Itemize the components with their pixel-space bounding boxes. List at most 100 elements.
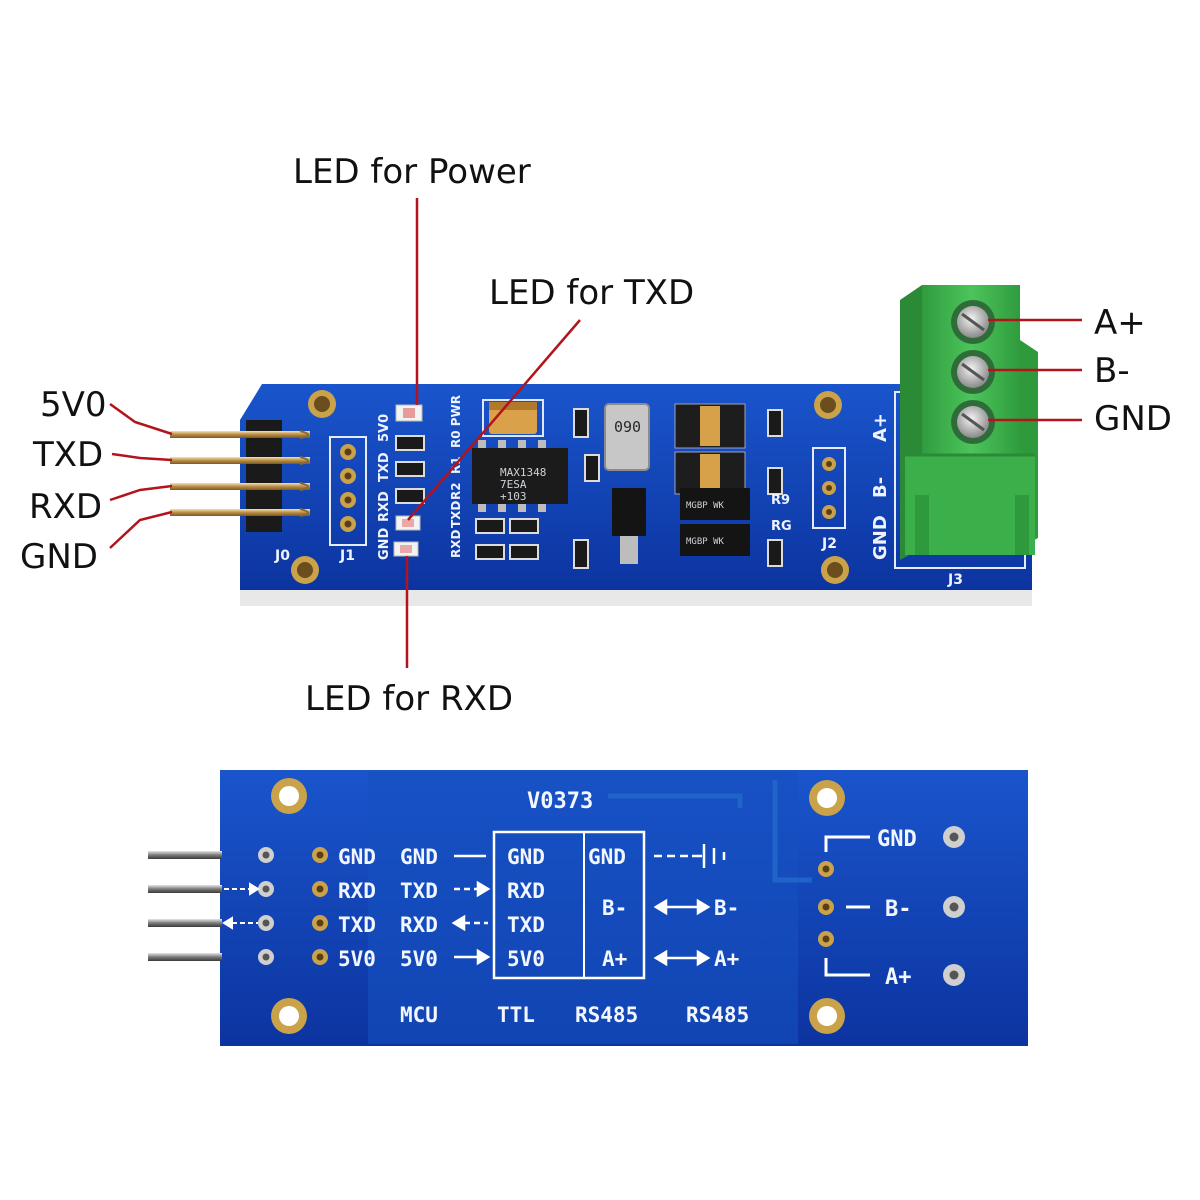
- front-callouts: LED for Power LED for TXD LED for RXD A+…: [20, 152, 1172, 719]
- callout-led-power: LED for Power: [293, 152, 531, 192]
- leader-rxd: [109, 484, 173, 502]
- box-right-b: B-: [602, 896, 627, 920]
- silk-a-terminal: A+: [870, 413, 891, 442]
- bottom-rs485-2: RS485: [686, 1003, 749, 1027]
- front-board: J0 J1 GND RXD TXD 5V0: [170, 285, 1038, 606]
- back-terminal-lines: [824, 835, 870, 977]
- led-column-labels: R0 PWR: [449, 395, 463, 448]
- header-label-gnd: GND: [20, 537, 98, 577]
- j2-pads: [822, 457, 836, 519]
- callout-led-txd: LED for TXD: [489, 273, 694, 313]
- back-board-id: V0373: [527, 789, 593, 814]
- mcu-arrows: [451, 854, 491, 966]
- j2-outline: [812, 447, 846, 529]
- bottom-rs485-1: RS485: [575, 1003, 638, 1027]
- callout-led-rxd: LED for RXD: [305, 679, 513, 719]
- silk-b-terminal: B-: [870, 477, 891, 498]
- bottom-mcu: MCU: [400, 1003, 438, 1027]
- silk-rxd-led: RXD: [449, 530, 463, 558]
- box-left-labels: GND RXD TXD 5V0: [507, 845, 545, 971]
- back-terminal-gnd: GND: [877, 827, 917, 852]
- box-right-gnd: GND: [588, 845, 626, 869]
- ttl-gnd: GND: [400, 845, 438, 869]
- smd-resistors: [395, 408, 783, 569]
- inductor-label: 090: [614, 418, 641, 436]
- callout-b-minus: B-: [1094, 351, 1130, 391]
- box-5v0: 5V0: [507, 947, 545, 971]
- led-txd: [395, 515, 421, 531]
- leader-5v0: [109, 402, 173, 436]
- diode-label-1: MGBP WK: [686, 501, 725, 511]
- j2-label: J2: [821, 536, 837, 552]
- box-rxd: RXD: [507, 879, 545, 903]
- led-power: [395, 404, 423, 422]
- ttl-pin-labels: GND TXD RXD 5V0: [400, 845, 438, 971]
- led-rxd: [393, 541, 419, 557]
- j0-label: J0: [274, 548, 290, 564]
- board-edge: [240, 588, 1032, 606]
- ttl-5v0: 5V0: [400, 947, 438, 971]
- j3-label: J3: [947, 572, 963, 588]
- diode-label-2: MGBP WK: [686, 537, 725, 547]
- silk-txd-led: TXD: [449, 501, 463, 528]
- back-terminal-b: B-: [885, 897, 912, 922]
- rs485-a: A+: [714, 947, 739, 971]
- mounting-hole: [291, 390, 849, 584]
- leader-led-txd: [407, 319, 581, 521]
- terminal-screw: [951, 300, 995, 444]
- back-board: V0373 GND RXD TXD 5V0 GND TXD RXD 5V0 GN…: [148, 770, 1028, 1046]
- silk-r0-pwr: R0 PWR: [449, 395, 463, 448]
- tantalum-capacitor: [482, 399, 544, 437]
- ttl-rxd: RXD: [400, 913, 438, 937]
- silk-r2: R2: [449, 482, 463, 500]
- back-header-pads: [258, 847, 328, 965]
- silk-5v0: 5V0: [377, 414, 392, 442]
- back-mounting-hole: [271, 778, 845, 1034]
- mcu-txd: TXD: [338, 913, 376, 937]
- back-terminal-a: A+: [885, 965, 912, 990]
- silk-gnd: GND: [377, 527, 392, 560]
- rs485-b: B-: [714, 896, 739, 920]
- transceiver-box: [492, 830, 646, 980]
- mcu-pin-labels: GND RXD TXD 5V0: [338, 845, 376, 971]
- front-pcb: [240, 384, 1032, 590]
- bottom-ttl: TTL: [497, 1003, 535, 1027]
- leader-txd: [111, 452, 173, 462]
- j1-label: J1: [339, 548, 355, 564]
- mcu-rxd: RXD: [338, 879, 376, 903]
- r9-label: R9: [771, 493, 790, 508]
- box-right-labels: GND B- A+: [588, 845, 627, 971]
- back-header-pins: [148, 851, 222, 961]
- j1-pads: [340, 444, 356, 532]
- front-pin-labels: GND RXD TXD 5V0: [377, 414, 392, 560]
- power-components: [612, 403, 750, 564]
- back-trace: [608, 780, 812, 883]
- leader-gnd: [109, 510, 173, 549]
- silk-txd: TXD: [377, 452, 392, 482]
- callout-gnd: GND: [1094, 399, 1172, 439]
- back-pin-arrows: [222, 882, 260, 930]
- mcu-gnd: GND: [338, 845, 376, 869]
- back-terminal-pads: [818, 826, 965, 986]
- inductor: 090: [604, 403, 650, 471]
- box-txd: TXD: [507, 913, 545, 937]
- ttl-txd: TXD: [400, 879, 438, 903]
- silk-rxd: RXD: [377, 491, 392, 522]
- front-terminal-labels: GND B- A+: [870, 413, 891, 560]
- header-label-rxd: RXD: [29, 487, 102, 527]
- callout-a-plus: A+: [1094, 303, 1146, 343]
- silk-gnd-terminal: GND: [870, 515, 891, 560]
- box-gnd: GND: [507, 845, 545, 869]
- mcu-5v0: 5V0: [338, 947, 376, 971]
- header-label-5v0: 5V0: [40, 385, 107, 425]
- header-label-txd: TXD: [32, 435, 103, 475]
- rg-label: RG: [771, 519, 792, 534]
- box-right-a: A+: [602, 947, 627, 971]
- pin-header-pins: [170, 430, 310, 517]
- rs485-arrows: [653, 898, 711, 967]
- j1-outline: [329, 436, 367, 546]
- ground-symbol: [654, 844, 726, 868]
